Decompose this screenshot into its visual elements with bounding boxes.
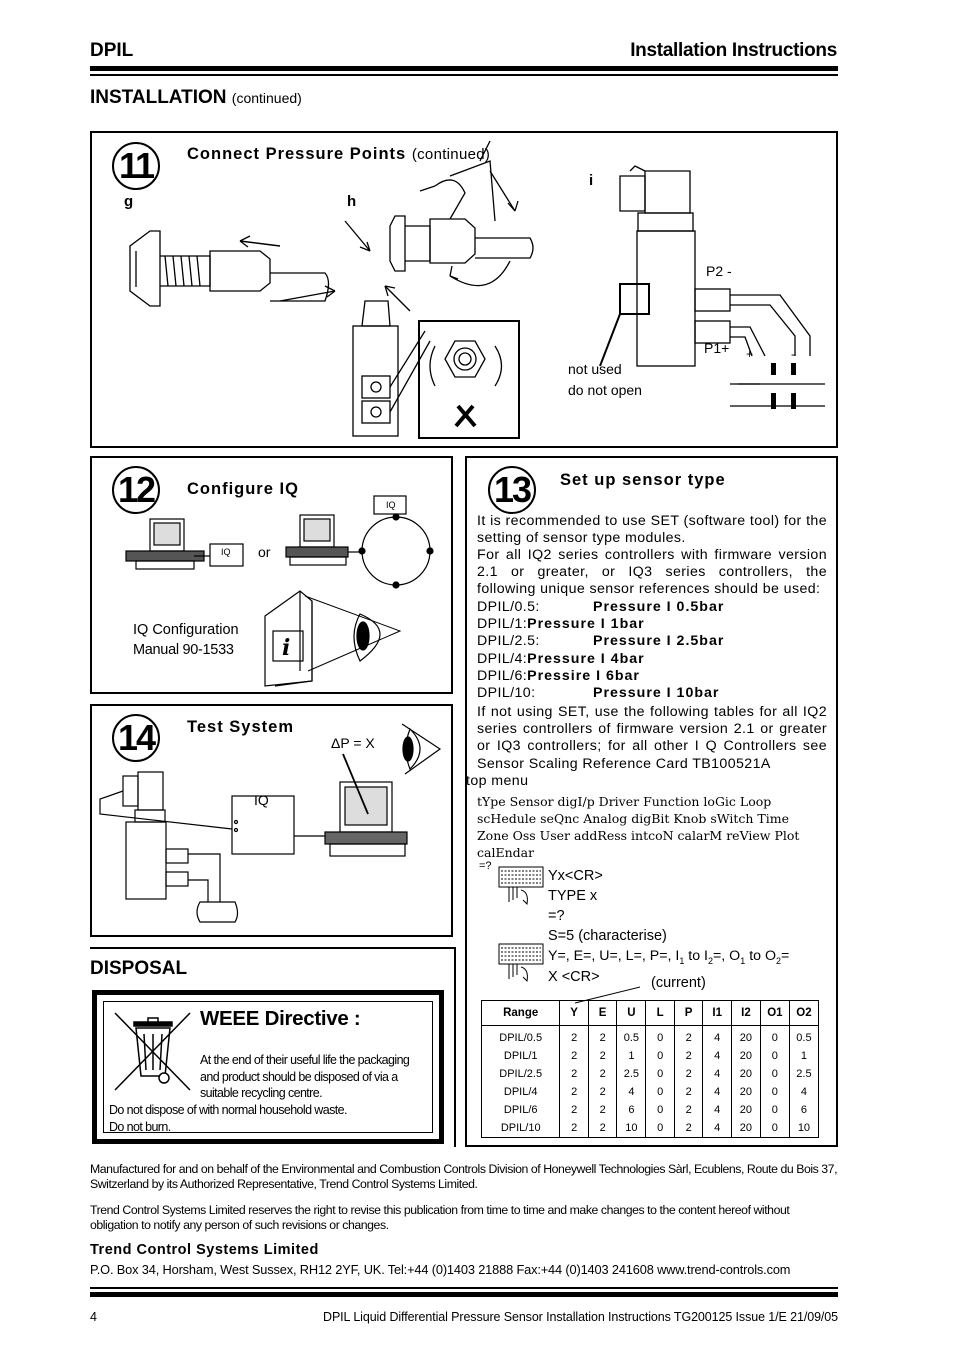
disposal-rule — [90, 947, 456, 949]
not-used-label: not used — [568, 361, 622, 377]
sensor-ref-row: DPIL/10:Pressure I 10bar — [477, 685, 720, 702]
header-product: DPIL — [90, 40, 134, 61]
header-rule — [90, 66, 838, 71]
current-label: (current) — [651, 975, 706, 991]
step-13-panel — [465, 456, 838, 1147]
manual-number: Manual 90-1533 — [133, 642, 234, 658]
sensor-ref-row: DPIL/6:Pressire I 6bar — [477, 667, 640, 684]
step-12-illustration: i — [125, 495, 434, 687]
step-13-intro: It is recommended to use SET (software t… — [477, 513, 827, 547]
iq-box-label: IQ — [221, 547, 231, 557]
step-14-illustration — [99, 723, 442, 923]
svg-text:i: i — [282, 635, 290, 661]
iq-box-label-2: IQ — [386, 500, 396, 510]
step-13-number: 13 — [488, 466, 536, 514]
crossed-bin-icon — [114, 1012, 191, 1091]
plus-label: + — [746, 347, 754, 361]
sensor-ref-row: DPIL/1:Pressure I 1bar — [477, 616, 645, 633]
step-12-title: Configure IQ — [187, 480, 299, 498]
top-menu-label: top menu — [466, 773, 529, 789]
section-installation-title: INSTALLATION (continued) — [90, 87, 302, 108]
disposal-rule-right — [454, 947, 456, 1147]
weee-warning: Do not dispose of with normal household … — [109, 1103, 347, 1134]
rights-statement: Trend Control Systems Limited reserves t… — [90, 1203, 790, 1232]
weee-title: WEEE Directive : — [200, 1007, 361, 1030]
company-address: P.O. Box 34, Horsham, West Sussex, RH12 … — [90, 1262, 791, 1277]
sensor-ref-row: DPIL/0.5:Pressure I 0.5bar — [477, 599, 725, 615]
or-label: or — [258, 544, 271, 560]
do-not-open-label: do not open — [568, 382, 642, 398]
footer-rule — [90, 1292, 838, 1297]
step-14-number: 14 — [112, 714, 160, 762]
figure-label-i: i — [589, 172, 594, 189]
manual-title: IQ Configuration — [133, 622, 239, 638]
keyboard-icons — [498, 866, 544, 983]
document-reference: DPIL Liquid Differential Pressure Sensor… — [323, 1310, 838, 1324]
sensor-reference-list: DPIL/0.5:Pressure I 0.5bar DPIL/1:Pressu… — [477, 599, 827, 702]
port-p1-label: P1+ — [704, 340, 730, 356]
minus-label: - — [791, 347, 795, 361]
command-sequence: Yx<CR> TYPE x =? S=5 (characterise) Y=, … — [548, 868, 790, 985]
step-11-illustration — [129, 140, 825, 439]
menu-listing: tYpe Sensor digI/p Driver Function loGic… — [477, 794, 800, 860]
company-name: Trend Control Systems Limited — [90, 1242, 319, 1258]
step-12-panel — [90, 456, 453, 694]
port-p2-label: P2 - — [706, 263, 732, 279]
sensor-ref-row: DPIL/2.5:Pressure I 2.5bar — [477, 633, 725, 650]
range-table-header: Range Y E U L P I1 I2 O1 O2 — [480, 1000, 820, 1026]
step-11-panel — [90, 131, 838, 448]
delta-p-label: ΔP = X — [331, 735, 375, 751]
figure-label-g: g — [124, 193, 134, 210]
step-12-number: 12 — [112, 466, 160, 514]
sensor-ref-row: DPIL/4:Pressure I 4bar — [477, 650, 645, 667]
weee-box: WEEE Directive : At the end of their use… — [92, 990, 444, 1144]
page-number: 4 — [90, 1310, 97, 1324]
step-14-panel — [90, 704, 453, 937]
step-11-title: Connect Pressure Points (continued) — [187, 145, 491, 163]
prompt-label: =? — [479, 860, 492, 872]
step-14-title: Test System — [187, 718, 294, 736]
step-13-title: Set up sensor type — [560, 471, 726, 489]
step-13-table-note: If not using SET, use the following tabl… — [477, 704, 827, 772]
header-rule-thin — [90, 74, 838, 76]
weee-text: At the end of their useful life the pack… — [200, 1053, 410, 1100]
footer-rule-thin — [90, 1287, 838, 1289]
step-11-number: 11 — [112, 142, 160, 190]
disposal-title: DISPOSAL — [90, 958, 188, 979]
manufacturer-statement: Manufactured for and on behalf of the En… — [90, 1162, 838, 1191]
figure-label-h: h — [347, 193, 357, 210]
step-13-firmware-note: For all IQ2 series controllers with firm… — [477, 547, 827, 598]
header-title: Installation Instructions — [630, 40, 837, 61]
